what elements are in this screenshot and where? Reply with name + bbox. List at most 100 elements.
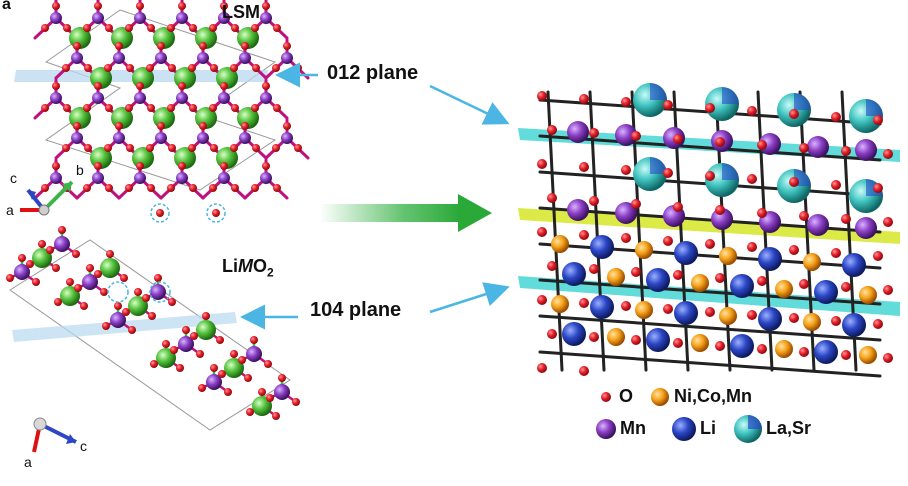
oxygen-atom (154, 274, 162, 282)
oxygen-atom (62, 64, 70, 72)
oxygen-atom (114, 302, 122, 310)
oxygen-atom (873, 251, 883, 261)
legend-markers (596, 388, 762, 443)
oxygen-atom (168, 144, 176, 152)
oxygen-atom (74, 284, 82, 292)
mn-atom (260, 12, 272, 24)
oxygen-atom (537, 159, 547, 169)
ni-co-mn-atom (691, 274, 709, 292)
li-atom (32, 248, 52, 268)
oxygen-atom (199, 42, 207, 50)
oxygen-atom (220, 82, 228, 90)
oxygen-atom (231, 24, 239, 32)
axis-label-a-top: a (6, 202, 14, 218)
oxygen-atom (128, 326, 136, 334)
oxygen-atom (178, 82, 186, 90)
oxygen-atom (94, 82, 102, 90)
mn-atom (239, 52, 251, 64)
oxygen-atom (831, 112, 841, 122)
oxygen-atom (73, 42, 81, 50)
tm-atom (206, 374, 222, 390)
oxygen-atom (789, 177, 799, 187)
oxygen-atom (621, 301, 631, 311)
oxygen-atom (537, 227, 547, 237)
mn-atom (197, 132, 209, 144)
oxygen-atom (621, 165, 631, 175)
mn-atom (759, 133, 781, 155)
ni-co-mn-atom (607, 268, 625, 286)
mn-atom (155, 132, 167, 144)
li-atom (674, 301, 698, 325)
oxygen-atom (84, 144, 92, 152)
oxygen-atom (210, 144, 218, 152)
oxygen-atom (589, 196, 599, 206)
oxygen-atom (230, 350, 238, 358)
mn-atom (567, 121, 589, 143)
oxygen-atom (210, 64, 218, 72)
oxygen-atom (167, 184, 175, 192)
mn-atom (50, 92, 62, 104)
legend-mn-marker (596, 419, 616, 439)
oxygen-atom (176, 364, 184, 372)
oxygen-atom (202, 312, 210, 320)
oxygen-atom (196, 350, 204, 358)
oxygen-atom (41, 184, 49, 192)
mn-atom (92, 172, 104, 184)
oxygen-atom (757, 344, 767, 354)
oxygen-atom (264, 360, 272, 368)
legend-label-la-sr: La,Sr (766, 418, 812, 438)
oxygen-atom (673, 134, 683, 144)
oxygen-atom (126, 144, 134, 152)
oxygen-atom (216, 336, 224, 344)
axis-label-c-top: c (10, 170, 17, 186)
oxygen-atom (86, 264, 94, 272)
tm-atom (14, 264, 30, 280)
oxygen-atom (83, 24, 91, 32)
ni-co-mn-atom (803, 253, 821, 271)
oxygen-atom (162, 340, 170, 348)
figure-panel-label: a (2, 0, 11, 13)
oxygen-atom (547, 329, 557, 339)
mn-atom (807, 136, 829, 158)
oxygen-atom (705, 103, 715, 113)
li-atom (224, 358, 244, 378)
oxygen-atom (273, 24, 281, 32)
oxygen-atom (705, 307, 715, 317)
oxygen-atom (52, 264, 60, 272)
oxygen-atom (747, 106, 757, 116)
limo2-structure (6, 226, 300, 431)
oxygen-atom (147, 184, 155, 192)
oxygen-atom (167, 24, 175, 32)
oxygen-atom (52, 2, 60, 10)
oxygen-atom (170, 346, 178, 354)
li-atom (590, 235, 614, 259)
mn-atom (134, 172, 146, 184)
oxygen-atom (209, 24, 217, 32)
oxygen-atom (673, 270, 683, 280)
oxygen-atom (146, 144, 154, 152)
mn-atom (134, 12, 146, 24)
li-atom (100, 258, 120, 278)
oxygen-atom (579, 230, 589, 240)
legend-label-li: Li (700, 418, 716, 438)
oxygen-atom (673, 338, 683, 348)
lsm-structure (14, 0, 310, 223)
oxygen-atom (148, 312, 156, 320)
ni-co-mn-atom (551, 295, 569, 313)
li-atom (562, 262, 586, 286)
oxygen-atom (252, 64, 260, 72)
tm-atom (274, 384, 290, 400)
oxygen-atom (621, 97, 631, 107)
oxygen-atom (873, 183, 883, 193)
oxygen-atom (663, 168, 673, 178)
oxygen-atom (220, 2, 228, 10)
highlight-ring (150, 203, 170, 223)
oxygen-atom (32, 278, 40, 286)
oxygen-atom (273, 184, 281, 192)
oxygen-atom (715, 137, 725, 147)
li-atom (758, 307, 782, 331)
oxygen-atom (100, 288, 108, 296)
la-sr-atom-fraction (722, 163, 739, 180)
